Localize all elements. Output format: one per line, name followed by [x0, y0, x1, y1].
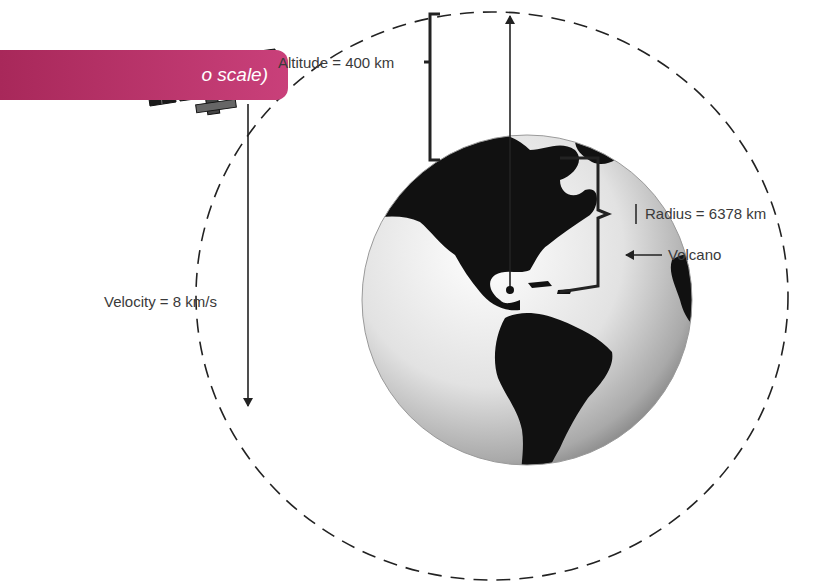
note-text: o scale) [201, 64, 268, 86]
radius-bracket [560, 158, 608, 292]
altitude-bracket-tick [424, 61, 430, 64]
radius-label: Radius = 6378 km [645, 205, 766, 222]
volcano-label: Volcano [668, 246, 721, 263]
radius-tick [635, 204, 637, 224]
scale-note-badge: o scale) [0, 50, 288, 100]
earth-center [506, 286, 514, 294]
altitude-bracket [430, 14, 440, 160]
orbit-path [196, 12, 788, 580]
volcano-arrow [626, 254, 662, 256]
velocity-arrow [247, 104, 249, 406]
earth-globe [362, 131, 705, 490]
altitude-label: Altitude = 400 km [278, 54, 394, 71]
velocity-label: Velocity = 8 km/s [104, 293, 217, 310]
altitude-line [509, 16, 511, 290]
